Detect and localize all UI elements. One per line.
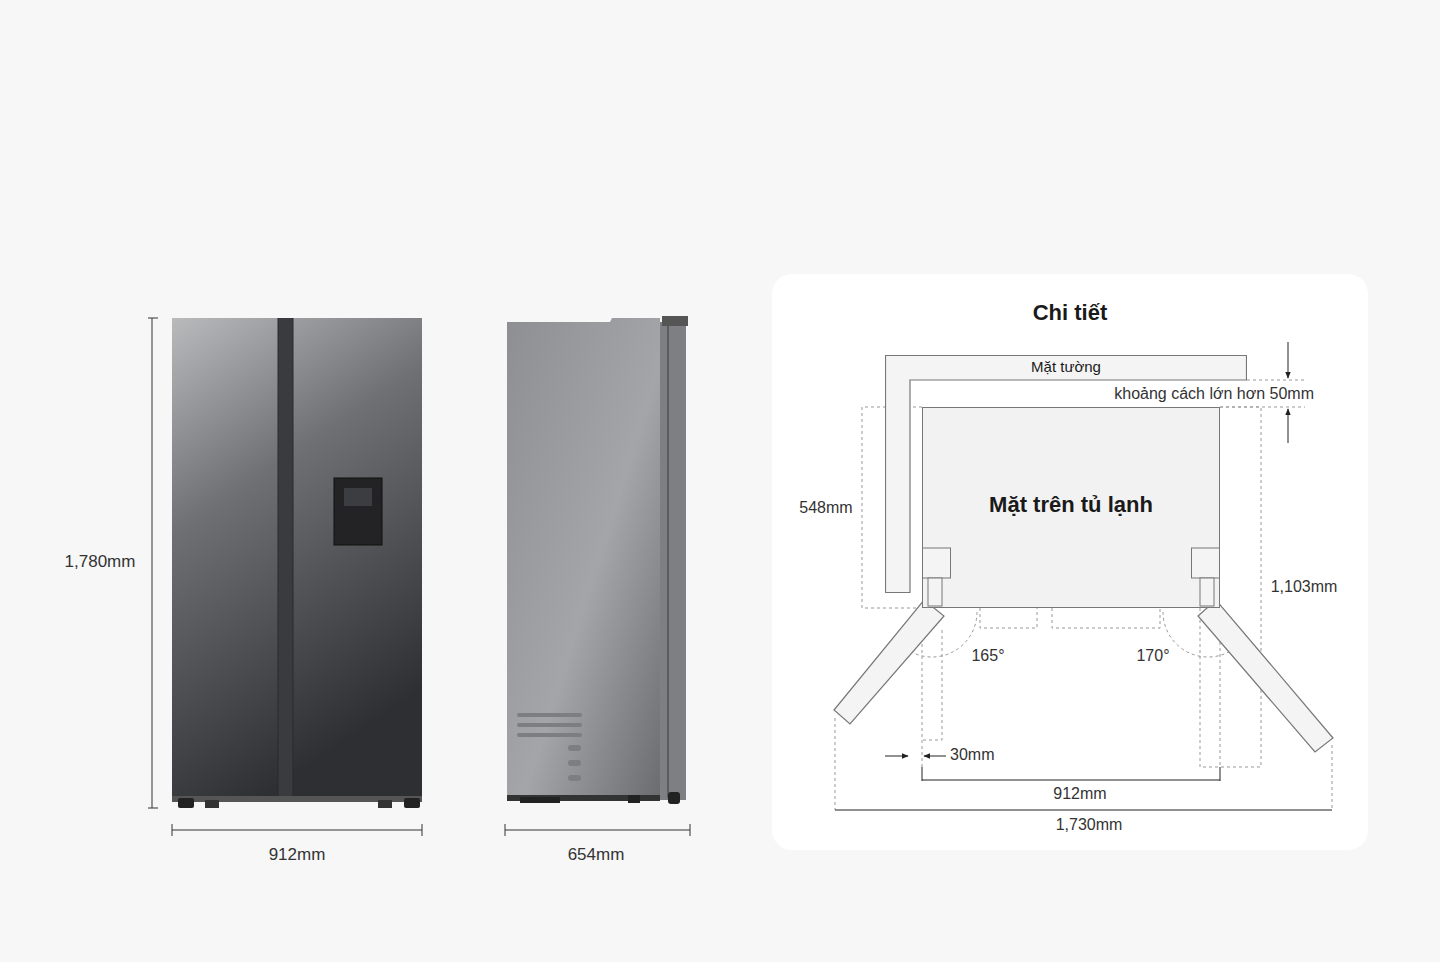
- fridge-top-box: Mặt trên tủ lạnh: [922, 407, 1220, 608]
- clearance-note: khoảng cách lớn hơn 50mm: [1114, 385, 1314, 403]
- panel-heading: Chi tiết: [772, 301, 1368, 325]
- hinge: [928, 578, 942, 606]
- height-dimension: 1,780mm: [65, 553, 136, 572]
- box-label: Mặt trên tủ lạnh: [989, 492, 1153, 518]
- dimension-lines: [148, 318, 690, 836]
- width-dimension: 912mm: [269, 846, 326, 865]
- open-width-dimension: 1,730mm: [1056, 816, 1123, 834]
- width-dimension: 912mm: [1053, 785, 1106, 803]
- hinge: [1192, 548, 1220, 578]
- depth-dimension: 654mm: [568, 846, 625, 865]
- hinge: [1200, 578, 1214, 606]
- fridge-front: [172, 318, 422, 808]
- detail-panel: Mặt tườngMặt trên tủ lạnh Chi tiết: [772, 274, 1368, 850]
- detail-drawing: [834, 342, 1333, 810]
- hinge: [923, 548, 951, 578]
- angle-label: 170°: [1136, 647, 1169, 665]
- angle-label: 165°: [971, 647, 1004, 665]
- wall-label: Mặt tường: [885, 359, 1247, 376]
- detail-panel-ground: [772, 274, 1368, 850]
- depth-dimension: 548mm: [799, 499, 852, 517]
- open-depth-dimension: 1,103mm: [1271, 578, 1338, 596]
- gap-dimension: 30mm: [950, 746, 994, 764]
- fridge-side: [507, 316, 688, 804]
